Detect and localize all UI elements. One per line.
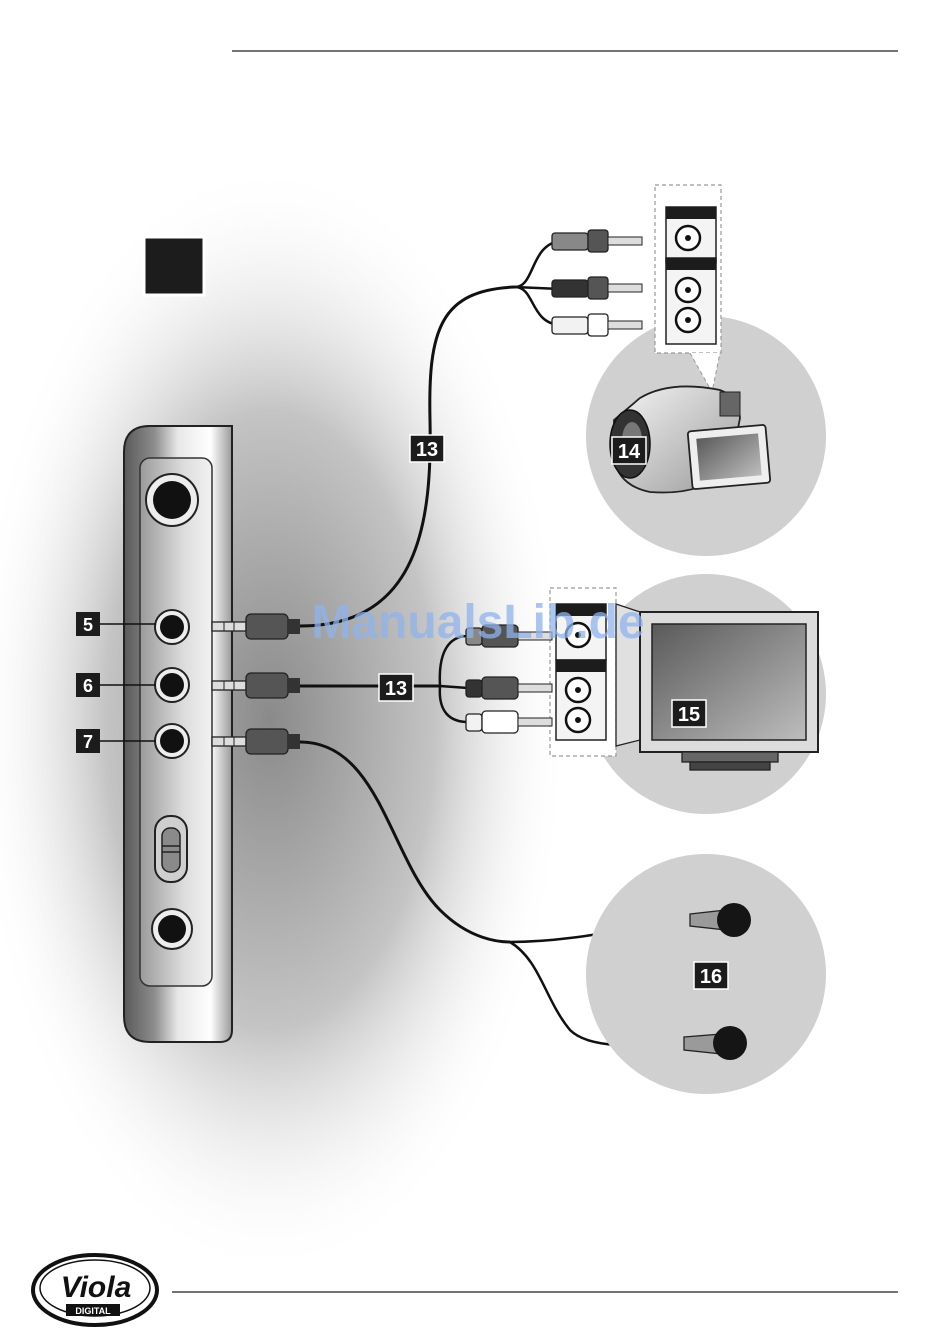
- camcorder-rca-plugs: [552, 230, 642, 336]
- callout-5: 5: [76, 612, 100, 636]
- tv-illustration: [616, 604, 818, 770]
- callout-15: 15: [672, 700, 706, 727]
- svg-text:13: 13: [385, 678, 407, 700]
- callout-6: 6: [76, 673, 100, 697]
- callout-16: 16: [694, 962, 728, 989]
- svg-text:DIGITAL: DIGITAL: [75, 1306, 111, 1316]
- svg-text:14: 14: [618, 441, 641, 463]
- svg-text:15: 15: [678, 704, 700, 726]
- callout-13-camcorder: 13: [410, 435, 444, 462]
- watermark: ManualsLib.de: [311, 596, 644, 649]
- section-marker-square: [144, 237, 204, 295]
- callout-13-tv: 13: [379, 674, 413, 701]
- svg-text:6: 6: [83, 676, 93, 696]
- svg-text:5: 5: [83, 615, 93, 635]
- viola-logo: Viola DIGITAL: [33, 1255, 157, 1325]
- callout-14: 14: [612, 437, 646, 464]
- player-side-panel: [124, 426, 232, 1042]
- svg-text:7: 7: [83, 732, 93, 752]
- svg-text:Viola: Viola: [61, 1271, 132, 1304]
- callout-7: 7: [76, 729, 100, 753]
- svg-text:13: 13: [416, 439, 438, 461]
- svg-text:16: 16: [700, 966, 722, 988]
